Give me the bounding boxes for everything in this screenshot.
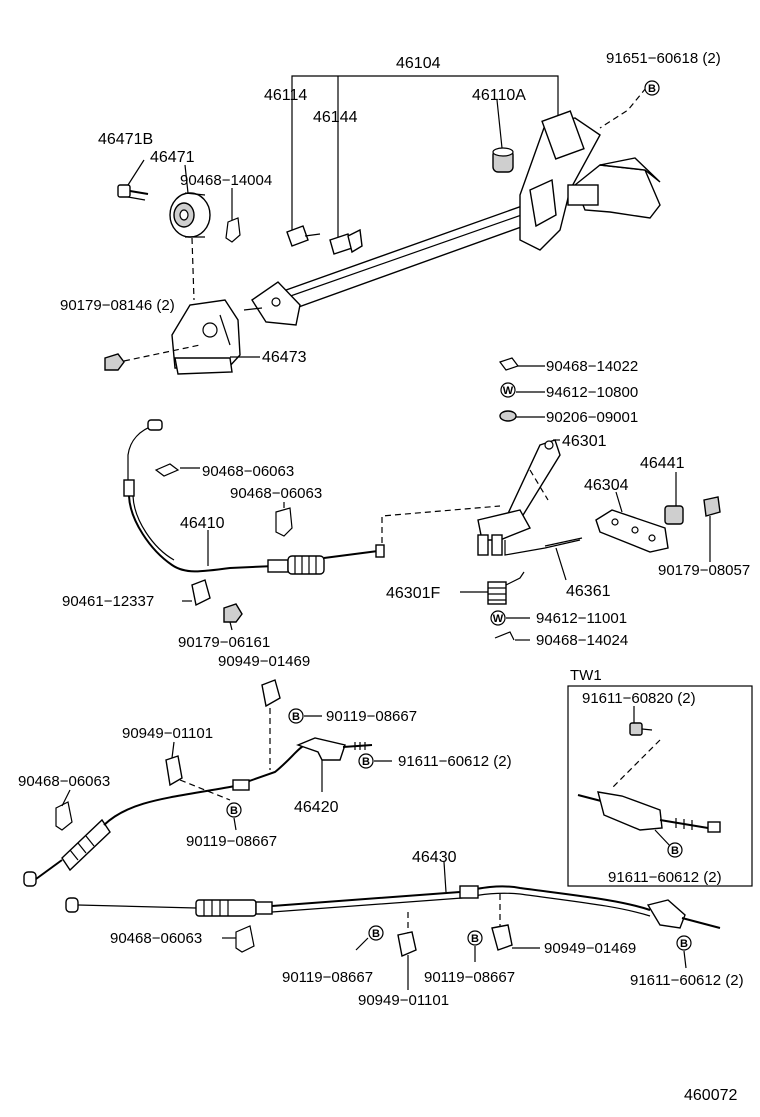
label-90179-08057: 90179−08057 — [658, 562, 750, 579]
bolt-marker-1: B — [648, 83, 656, 95]
label-90461-12337: 90461−12337 — [62, 593, 154, 610]
label-46301f: 46301F — [386, 585, 440, 602]
label-91611-60612-c: 91611−60612 (2) — [608, 869, 722, 886]
label-90468-06063-c: 90468−06063 — [18, 773, 110, 790]
label-90119-08667-a: 90119−08667 — [326, 708, 417, 725]
label-90468-14022: 90468−14022 — [546, 358, 638, 375]
label-90179-06161: 90179−06161 — [178, 634, 270, 651]
label-90119-08667-d: 90119−08667 — [424, 969, 515, 986]
label-46471: 46471 — [150, 149, 195, 166]
rear-cable-right — [65, 885, 721, 957]
label-46361: 46361 — [566, 583, 611, 600]
label-46144: 46144 — [313, 109, 358, 126]
label-90949-01469-a: 90949−01469 — [218, 653, 310, 670]
label-94612-11001: 94612−11001 — [536, 610, 627, 627]
bolt-marker-7: B — [471, 933, 479, 945]
label-90468-06063-a: 90468−06063 — [202, 463, 294, 480]
label-94612-10800: 94612−10800 — [546, 384, 638, 401]
label-91611-60612-a: 91611−60612 (2) — [398, 753, 512, 770]
label-46114: 46114 — [264, 87, 307, 104]
tw1-label: TW1 — [570, 667, 602, 684]
label-90119-08667-c: 90119−08667 — [282, 969, 373, 986]
tw1-inset: TW1 — [567, 667, 753, 887]
bolt-markers: B B B B B B B B — [226, 80, 692, 951]
label-46473: 46473 — [262, 349, 307, 366]
label-90468-14004: 90468−14004 — [180, 172, 272, 189]
label-90468-06063-b: 90468−06063 — [230, 485, 322, 502]
label-90949-01101-b: 90949−01101 — [358, 992, 449, 1009]
label-90468-14024: 90468−14024 — [536, 632, 628, 649]
label-91651-60618: 91651−60618 (2) — [606, 50, 721, 67]
equalizer-lever-assembly: W W — [477, 357, 721, 641]
label-46441: 46441 — [640, 455, 685, 472]
label-46410: 46410 — [180, 515, 225, 532]
bolt-marker-4: B — [230, 805, 238, 817]
label-46471b: 46471B — [98, 131, 153, 148]
front-cable-assembly — [123, 419, 501, 623]
bolt-marker-8: B — [680, 938, 688, 950]
label-46110a: 46110A — [472, 87, 526, 104]
leader-lines — [61, 99, 711, 990]
label-46430: 46430 — [412, 849, 457, 866]
label-46104: 46104 — [396, 55, 441, 72]
label-46304: 46304 — [584, 477, 629, 494]
figure-code: 460072 — [684, 1087, 737, 1104]
washer-marker-2: W — [493, 613, 504, 625]
part-labels: 46104 46114 46144 46110A 91651−60618 (2)… — [18, 50, 750, 1104]
bolt-marker-6: B — [372, 928, 380, 940]
label-46301: 46301 — [562, 433, 607, 450]
label-46420: 46420 — [294, 799, 339, 816]
label-91611-60612-b: 91611−60612 (2) — [630, 972, 744, 989]
bolt-marker-2: B — [292, 711, 300, 723]
washer-marker: W — [503, 385, 514, 397]
rear-cable-left — [23, 679, 373, 887]
label-90949-01101-a: 90949−01101 — [122, 725, 213, 742]
bolt-marker-3: B — [362, 756, 370, 768]
label-91611-60820: 91611−60820 (2) — [582, 690, 696, 707]
lever-shaft-assembly — [243, 75, 661, 326]
bolt-marker-5: B — [671, 845, 679, 857]
label-90179-08146: 90179−08146 (2) — [60, 297, 175, 314]
label-90468-06063-d: 90468−06063 — [110, 930, 202, 947]
label-90949-01469-b: 90949−01469 — [544, 940, 636, 957]
label-90206-09001: 90206−09001 — [546, 409, 638, 426]
label-90119-08667-b: 90119−08667 — [186, 833, 277, 850]
pulley-bracket-assembly — [104, 184, 241, 375]
